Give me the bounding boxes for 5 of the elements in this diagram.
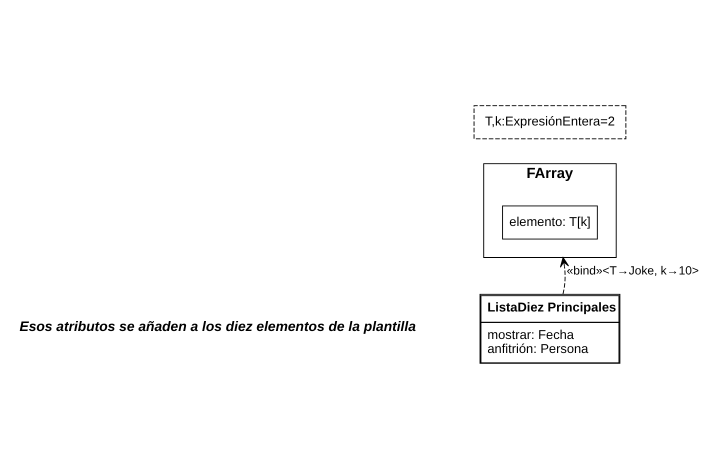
label: Esos atributos se añaden a los diez elementos de la plantilla [20, 318, 416, 334]
node-box: elemento: T[k] [502, 205, 598, 240]
node-box: T,k:ExpresiónEntera=2 [474, 104, 626, 139]
arrow [560, 256, 570, 294]
edge-label: «bind»<T→Joke, k→10> [566, 262, 699, 277]
